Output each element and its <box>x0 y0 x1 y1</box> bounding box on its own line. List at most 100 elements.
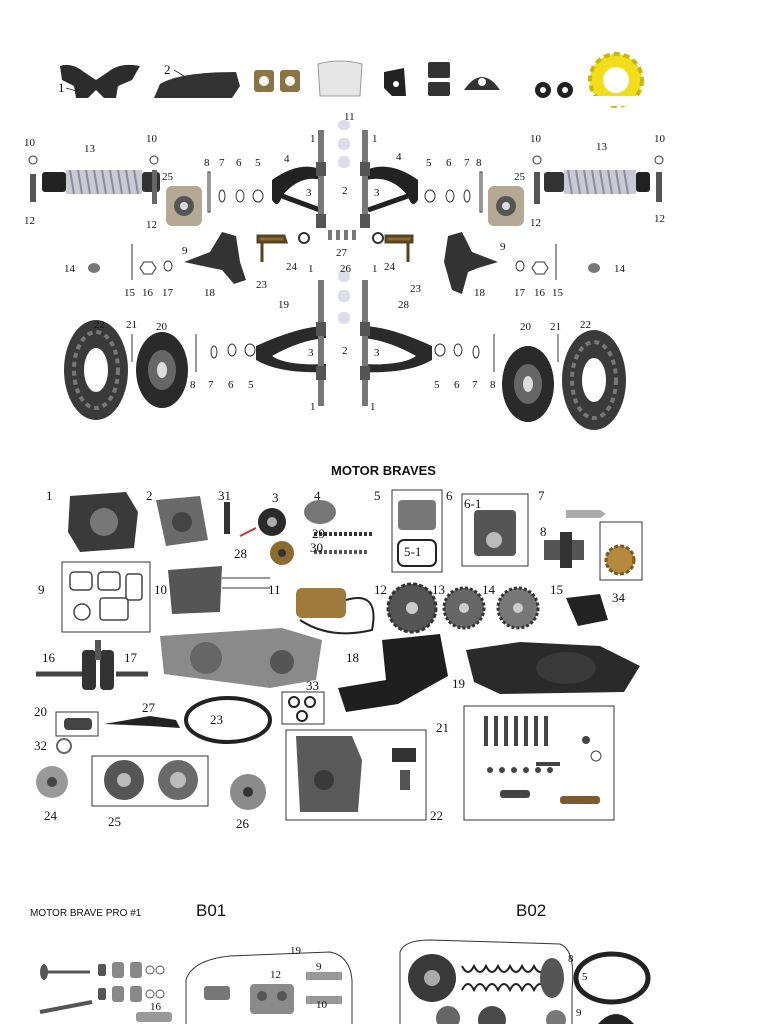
center-bushing-column <box>316 120 370 228</box>
callout-25: 25 <box>162 171 174 183</box>
kick-start-lever-part <box>104 716 180 728</box>
right-tire <box>562 330 626 430</box>
callout-10: 10 <box>530 133 542 145</box>
right-brake-disc <box>502 346 554 422</box>
callout-2: 2 <box>164 62 171 77</box>
callout-24: 24 <box>286 261 298 273</box>
block-b01-label: B01 <box>196 901 226 920</box>
callout-18: 18 <box>204 287 216 299</box>
pro-section-title: MOTOR BRAVE PRO #1 <box>30 908 142 919</box>
callout-3: 3 <box>374 347 380 359</box>
top-parts-row: 1 2 <box>58 52 660 108</box>
motor-callout-7: 7 <box>538 488 545 503</box>
callout-24: 24 <box>384 261 396 273</box>
motor-callout-2: 2 <box>146 488 153 503</box>
motor-callout-6-1: 6-1 <box>464 496 481 511</box>
pro-callout-9: 8 <box>568 953 574 965</box>
right-washer-stack <box>424 171 483 213</box>
motor-callout-8: 8 <box>540 524 547 539</box>
callout-6: 6 <box>228 379 234 391</box>
motor-callout-11: 11 <box>268 582 281 597</box>
right-steering-knuckle <box>444 232 498 294</box>
motor-callout-27: 27 <box>142 700 156 715</box>
clamp-part-lower <box>428 82 450 96</box>
callout-28: 28 <box>398 299 410 311</box>
crankcase-part <box>168 566 222 614</box>
spark-plug-part <box>566 510 606 518</box>
callout-10: 10 <box>146 133 158 145</box>
gear-part-4 <box>304 500 336 524</box>
motor-callout-19: 19 <box>452 676 465 691</box>
motor-callout-9: 9 <box>38 582 45 597</box>
right-tie-rod-end <box>384 234 414 262</box>
left-brake-disc <box>136 332 188 408</box>
motor-callout-26: 26 <box>236 816 250 831</box>
pro-callout-10: 10 <box>316 999 328 1011</box>
pro-callout-8: 9 <box>576 1007 582 1019</box>
motor-callout-20: 20 <box>34 704 47 719</box>
callout-8: 8 <box>190 379 196 391</box>
motor-callout-1: 1 <box>46 488 53 503</box>
callout-9: 9 <box>500 241 506 253</box>
b01-outline <box>185 951 353 1024</box>
callout-15: 15 <box>552 287 564 299</box>
callout-8: 8 <box>204 157 210 169</box>
motor-callout-21: 21 <box>436 720 449 735</box>
motor-callout-30: 30 <box>310 540 323 555</box>
intake-manifold-part <box>566 594 608 626</box>
motor-callout-22: 22 <box>430 808 443 823</box>
motor-callout-29: 29 <box>312 526 325 541</box>
callout-13: 13 <box>596 141 608 153</box>
left-tie-rod-end <box>256 234 289 262</box>
callout-1: 1 <box>308 263 314 275</box>
suspension-assembly: 10 13 12 10 12 25 8 7 6 5 4 1 1 11 3 2 3… <box>24 111 666 430</box>
callout-13: 13 <box>84 143 96 155</box>
upper-left-a-arm <box>272 166 322 205</box>
motor-callout-18: 18 <box>346 650 359 665</box>
clutch-spring-part <box>461 963 547 973</box>
callout-3: 3 <box>374 187 380 199</box>
callout-27: 27 <box>336 247 348 259</box>
motor-section-title: MOTOR BRAVES <box>331 463 436 478</box>
drive-belt-part <box>184 696 272 744</box>
callout-20: 20 <box>520 321 532 333</box>
motor-callout-33: 33 <box>306 678 319 693</box>
clamp-part-upper <box>428 62 450 78</box>
lower-bushing-column <box>316 270 370 406</box>
callout-5: 5 <box>434 379 440 391</box>
left-shock-absorber <box>28 155 160 204</box>
callout-1: 1 <box>370 401 376 413</box>
motor-callout-23: 23 <box>210 712 223 727</box>
engine-case-part <box>160 628 322 688</box>
motor-parts: 1 2 31 3 4 5 6 6-1 7 29 30 28 5-1 8 34 9… <box>34 488 643 831</box>
callout-5: 5 <box>426 157 432 169</box>
motor-callout-14: 14 <box>482 582 496 597</box>
callout-1: 1 <box>372 263 378 275</box>
callout-17: 17 <box>162 287 174 299</box>
callout-22: 22 <box>580 319 591 331</box>
transmission-cover-part <box>338 634 448 712</box>
lower-right-a-arm <box>362 326 432 373</box>
callout-2: 2 <box>342 345 348 357</box>
motor-callout-5: 5 <box>374 488 381 503</box>
pro-callout-19: 19 <box>290 945 302 957</box>
motor-callout-25: 25 <box>108 814 121 829</box>
motor-callout-31: 31 <box>218 488 231 503</box>
motor-callout-13: 13 <box>432 582 445 597</box>
callout-10: 10 <box>654 133 666 145</box>
starter-motor-part <box>296 588 346 618</box>
motor-callout-5-1: 5-1 <box>404 544 421 559</box>
callout-5: 5 <box>248 379 254 391</box>
motor-callout-17: 17 <box>124 650 138 665</box>
callout-6: 6 <box>236 157 242 169</box>
motor-callout-32: 32 <box>34 738 47 753</box>
right-shock-absorber <box>532 155 664 204</box>
left-tire <box>64 320 128 420</box>
left-washer-stack <box>207 171 264 213</box>
callout-22: 22 <box>94 319 105 331</box>
callout-1: 1 <box>310 133 316 145</box>
callout-5: 5 <box>255 157 261 169</box>
callout-7: 7 <box>208 379 214 391</box>
valve-cover-part <box>398 500 436 530</box>
